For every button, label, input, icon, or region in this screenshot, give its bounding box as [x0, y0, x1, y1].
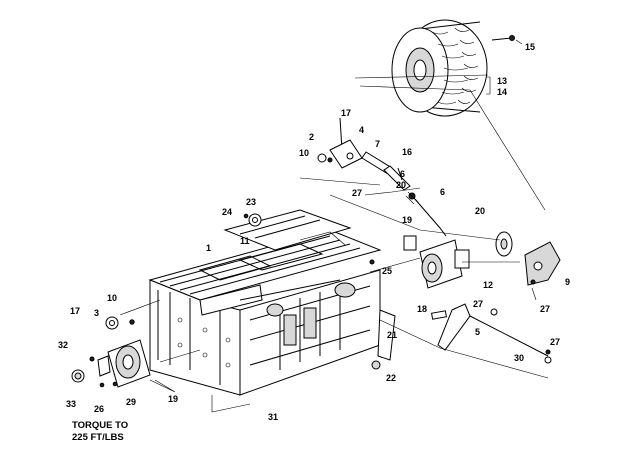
callout-28: 20	[396, 180, 406, 190]
bracket-4	[329, 139, 363, 169]
brake-lever-assembly	[379, 303, 552, 379]
bracket-21	[377, 309, 396, 361]
bolt-25	[369, 259, 375, 265]
main-frame	[148, 209, 396, 396]
callout-6b: 6	[440, 187, 445, 197]
callout-27c: 27	[540, 304, 550, 314]
callout-5: 5	[475, 327, 480, 337]
clip-27	[490, 308, 498, 316]
callout-24: 24	[222, 207, 232, 217]
torque-note: TORQUE TO 225 FT/LBS	[72, 420, 128, 443]
callout-15: 15	[525, 42, 535, 52]
callout-30: 30	[514, 353, 524, 363]
callout-13: 13	[497, 76, 507, 86]
callout-3: 3	[94, 308, 99, 318]
callout-10a: 10	[299, 148, 309, 158]
tire-wheel-assembly	[354, 19, 546, 211]
lever-5	[437, 303, 471, 351]
steering-linkage	[299, 117, 447, 237]
wheel-hub	[413, 59, 427, 81]
callout-31: 31	[268, 412, 278, 422]
callout-11: 11	[240, 236, 250, 246]
nut-22	[371, 360, 381, 370]
torque-note-line2: 225 FT/LBS	[72, 432, 124, 443]
bolt-29	[112, 381, 118, 387]
callout-18: 18	[417, 304, 427, 314]
washer-10-left	[129, 319, 135, 325]
callout-21: 21	[387, 330, 397, 340]
callout-32: 32	[58, 340, 68, 350]
callout-20: 20	[475, 206, 485, 216]
callout-19b: 19	[168, 394, 178, 404]
pin-18	[431, 310, 447, 320]
callout-14: 14	[497, 87, 507, 97]
callout-7: 7	[375, 139, 380, 149]
pin-16	[397, 167, 403, 181]
callout-4: 4	[359, 125, 364, 135]
callout-9: 9	[565, 277, 570, 287]
callout-25: 25	[382, 266, 392, 276]
tie-rod-6	[383, 165, 411, 191]
callout-27d: 27	[550, 337, 560, 347]
callout-17b: 17	[70, 306, 80, 316]
bolt-32	[89, 356, 95, 362]
left-wheel-motor	[71, 299, 251, 413]
rod-8	[413, 197, 447, 237]
callout-16: 16	[402, 147, 412, 157]
rod-30	[469, 315, 549, 357]
callout-6a: 6	[400, 169, 405, 179]
washer-10	[317, 153, 327, 163]
callout-12: 12	[483, 280, 493, 290]
callout-2: 2	[309, 132, 314, 142]
callout-1: 1	[206, 243, 211, 253]
callout-27a: 27	[352, 188, 362, 198]
callout-23: 23	[246, 197, 256, 207]
callout-33: 33	[66, 399, 76, 409]
callout-26: 26	[94, 404, 104, 414]
bolt-24	[243, 213, 249, 219]
caliper-9	[524, 241, 561, 286]
right-wheel-motor	[329, 194, 561, 301]
lug-bolt-shaft	[491, 37, 513, 41]
callout-10b: 10	[107, 293, 117, 303]
lug-bolt-head	[509, 35, 515, 41]
callout-labels: 1 2 3 4 5 6 6 7 9 10 10 11 12 13 14 15 1…	[58, 42, 570, 422]
bolt-26	[99, 382, 105, 388]
callout-17a: 17	[341, 108, 351, 118]
tire-tread	[431, 27, 479, 105]
callout-29: 29	[126, 397, 136, 407]
callout-22: 22	[386, 373, 396, 383]
callout-27b: 27	[473, 299, 483, 309]
callout-19a: 19	[402, 215, 412, 225]
torque-note-line1: TORQUE TO	[72, 420, 128, 431]
spacer-19	[403, 235, 417, 251]
